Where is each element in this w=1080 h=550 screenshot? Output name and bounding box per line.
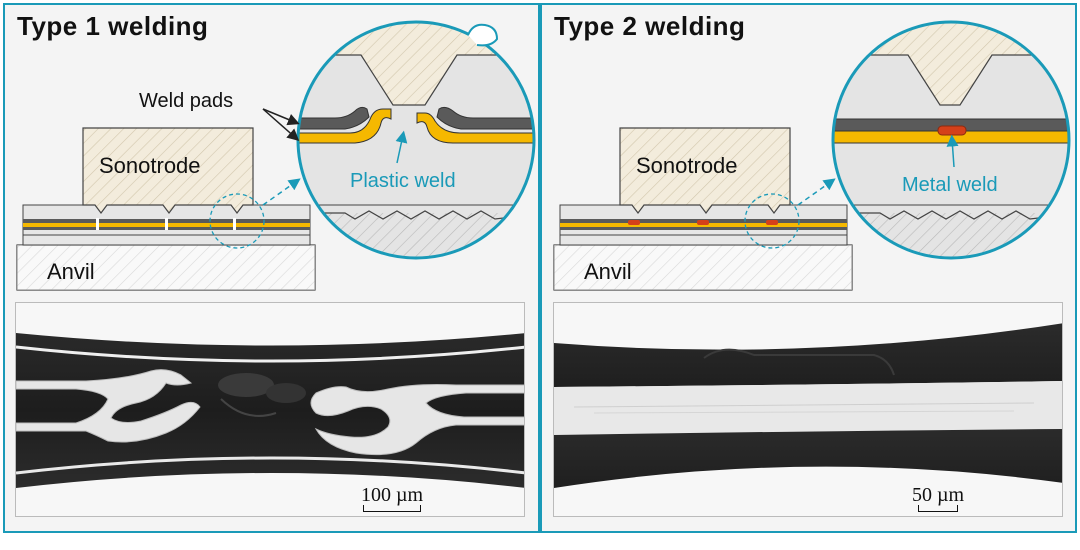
type1-scale-label: 100 µm xyxy=(361,484,424,506)
type2-scale-label: 50 µm xyxy=(912,484,965,506)
type1-micrograph-image xyxy=(16,303,524,516)
type1-title: Type 1 welding xyxy=(17,11,209,41)
focus-circle xyxy=(209,193,265,249)
type2-micrograph-image xyxy=(554,303,1062,516)
weld-pads-label: Weld pads xyxy=(139,90,233,112)
zoom-circle xyxy=(296,20,536,260)
anvil-label: Anvil xyxy=(584,259,632,284)
zoom-arrow xyxy=(797,178,836,206)
metal-weld-label: Metal weld xyxy=(902,174,998,196)
weld-pads-pointer-upper xyxy=(262,108,300,126)
plastic-weld-arrow xyxy=(395,130,408,164)
anvil-label: Anvil xyxy=(47,259,95,284)
anvil xyxy=(16,244,316,291)
weld-pads-pointer-lower xyxy=(262,108,300,141)
type1-scale-bar: 100 µm xyxy=(361,485,423,512)
type1-schematic: Weld pads Plastic weld Sonotrode Anvil xyxy=(16,20,536,291)
metal-weld-arrow xyxy=(946,134,959,168)
type2-title: Type 2 welding xyxy=(554,11,746,41)
type1-panel: Weld pads Plastic weld Sonotrode Anvil T… xyxy=(3,3,540,533)
substrate-stack xyxy=(559,204,848,246)
substrate-stack xyxy=(22,204,311,246)
anvil xyxy=(553,244,853,291)
sonotrode xyxy=(82,127,254,214)
type2-scale-line xyxy=(918,505,959,512)
type1-scale-line xyxy=(363,505,422,512)
sonotrode-label: Sonotrode xyxy=(99,153,201,178)
type1-micrograph: 100 µm xyxy=(15,302,525,517)
zoom-arrow xyxy=(262,178,301,206)
type2-panel: Metal weld Sonotrode Anvil Type 2 weldin… xyxy=(540,3,1077,533)
sonotrode xyxy=(619,127,791,214)
type2-micrograph: 50 µm xyxy=(553,302,1063,517)
type2-scale-bar: 50 µm xyxy=(912,485,964,512)
plastic-weld-label: Plastic weld xyxy=(350,170,456,192)
type2-schematic: Metal weld Sonotrode Anvil xyxy=(553,20,1071,291)
focus-circle xyxy=(744,193,800,249)
sonotrode-label: Sonotrode xyxy=(636,153,738,178)
